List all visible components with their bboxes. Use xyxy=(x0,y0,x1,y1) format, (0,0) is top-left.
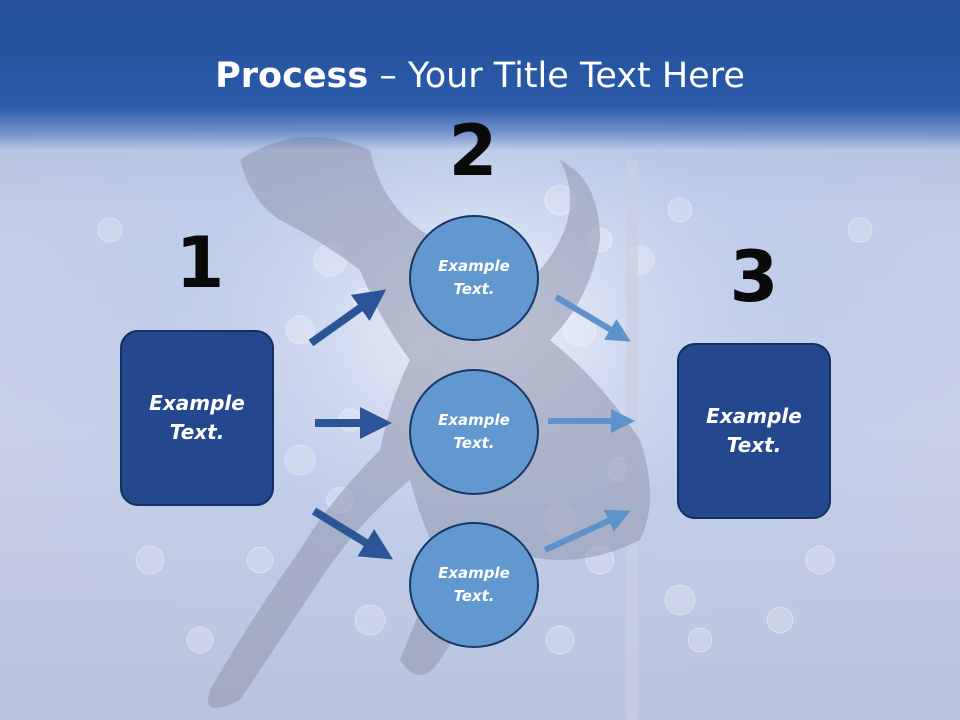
step-1-box: Example Text. xyxy=(120,330,274,506)
arrow-1-to-circle-1 xyxy=(308,289,387,347)
step-number-3: 3 xyxy=(729,236,779,318)
step-number-2: 2 xyxy=(448,110,498,192)
arrow-1-to-circle-3 xyxy=(311,507,394,560)
arrow-circle-1-to-3 xyxy=(554,294,631,342)
title-bar: Process – Your Title Text Here xyxy=(0,0,960,150)
step-2-circle-2: Example Text. xyxy=(409,369,539,495)
step-2-circle-3: Example Text. xyxy=(409,522,539,648)
title-bold: Process xyxy=(215,56,369,96)
step-2-circle-1: Example Text. xyxy=(409,215,539,341)
slide-title: Process – Your Title Text Here xyxy=(0,54,960,98)
step-number-1: 1 xyxy=(175,222,225,304)
title-rest: – Your Title Text Here xyxy=(368,56,745,96)
step-3-box: Example Text. xyxy=(677,343,831,519)
arrow-circle-3-to-3 xyxy=(543,509,631,553)
